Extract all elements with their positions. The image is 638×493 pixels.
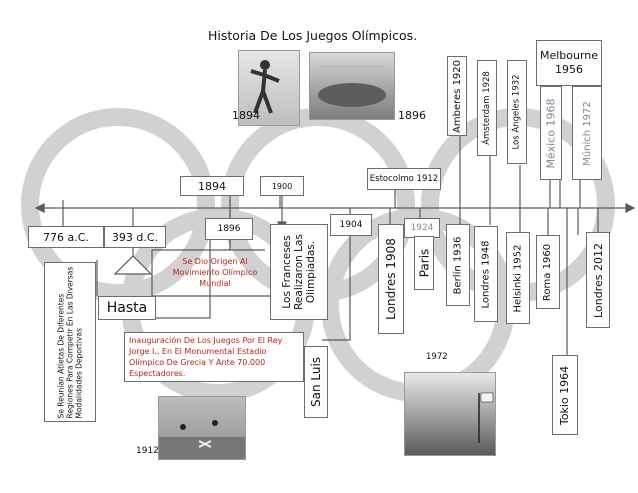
year-1894-photo-label: 1894 [232,109,260,122]
amberes-1920-label: Amberes 1920 [451,59,463,133]
amberes-1920-box: Amberes 1920 [447,56,467,136]
athlete-icon [250,60,280,114]
race-icon [159,420,245,459]
year-1972-photo-label: 1972 [426,352,448,362]
origin-text: Se Dio Origen Al Movimiento Olímpico Mun… [172,257,258,288]
los-angeles-1932-box: Los Ángeles 1932 [507,60,527,164]
stadium-icon [318,65,386,107]
estocolmo-1912-box: Estocolmo 1912 [367,168,441,190]
page-title: Historia De Los Juegos Olímpicos. [208,28,418,43]
hasta-box: Hasta [98,296,156,320]
photo-1896-stadium [309,52,395,120]
year-1912-photo-label: 1912 [136,446,159,456]
londres-1948-box: Londres 1948 [474,226,498,322]
san-luis-label: San Luis [309,356,323,408]
amsterdam-1928-box: Ámsterdam 1928 [477,60,497,156]
inauguracion-text: Inauguración De Los Juegos Por El Rey Jo… [124,332,304,382]
helsinki-1952-box: Helsinki 1952 [506,232,530,324]
year-1896-box: 1896 [205,218,253,240]
londres-1908-label: Londres 1908 [384,238,399,320]
bc-776-box: 776 a.C. [28,226,104,248]
melbourne-1956-box: Melbourne 1956 [536,40,602,86]
roma-1960-box: Roma 1960 [536,235,560,309]
san-luis-box: San Luis [304,346,328,418]
photo-1894-athlete [238,50,300,126]
londres-1908-box: Londres 1908 [378,224,404,334]
flag-icon [478,392,494,443]
franceses-box: Los Franceses Realizaron Las Olimpiadas. [270,224,328,320]
berlin-1936-label: Berlín 1936 [452,236,464,294]
franceses-text: Los Franceses Realizaron Las Olimpiadas. [281,234,317,310]
ad-393-box: 393 d.C. [104,226,166,248]
mexico-1968-box: México 1968 [540,86,562,180]
photo-1972-stadium [404,372,496,456]
munich-1972-label: Múnich 1972 [581,100,593,166]
year-1904-box: 1904 [330,214,372,236]
londres-2012-box: Londres 2012 [586,232,610,328]
year-1900-box: 1900 [260,176,304,196]
roma-1960-label: Roma 1960 [542,243,554,301]
londres-2012-label: Londres 2012 [591,242,605,318]
helsinki-1952-label: Helsinki 1952 [512,244,524,312]
year-1896-photo-label: 1896 [398,109,426,122]
year-1924-box: 1924 [404,218,440,238]
reunion-text: Se Reunían Atletas De Diferentes Regione… [56,266,84,418]
year-1894-box: 1894 [180,176,244,196]
photo-1912-race [158,396,246,460]
tokio-1964-box: Tokio 1964 [552,355,578,435]
tokio-1964-label: Tokio 1964 [558,365,572,425]
munich-1972-box: Múnich 1972 [572,86,602,180]
reunion-box: Se Reunían Atletas De Diferentes Regione… [44,262,96,422]
paris-box: Paris [414,236,434,290]
berlin-1936-box: Berlín 1936 [446,224,470,306]
